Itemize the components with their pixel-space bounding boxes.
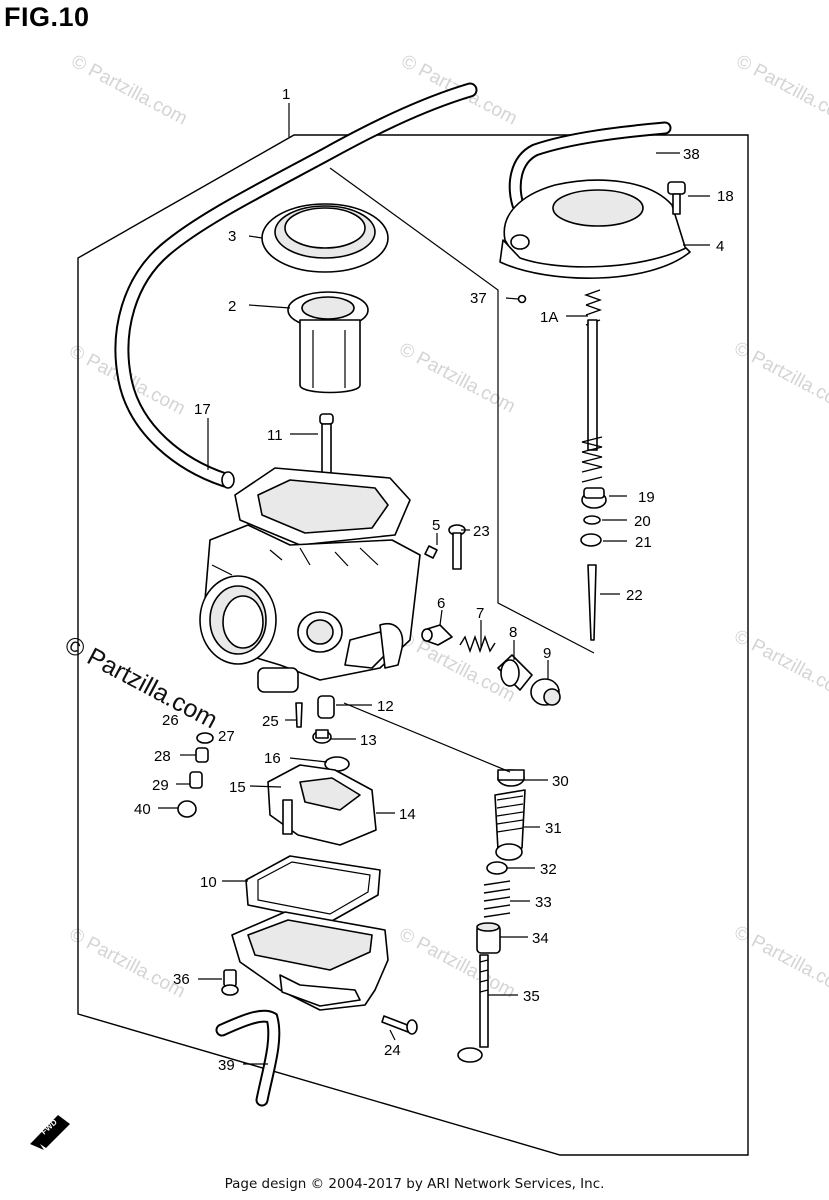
clip-37 bbox=[517, 294, 527, 304]
piston-valve-2 bbox=[287, 291, 369, 394]
watermark-text: © Partzilla.com bbox=[731, 338, 829, 417]
callout-32: 32 bbox=[540, 861, 557, 878]
callout-18: 18 bbox=[717, 188, 734, 205]
callout-24: 24 bbox=[384, 1042, 401, 1059]
nut-30 bbox=[497, 769, 525, 787]
callout-3: 3 bbox=[228, 228, 236, 245]
bolt-31 bbox=[494, 789, 526, 861]
callout-12: 12 bbox=[377, 698, 394, 715]
top-cover-4 bbox=[499, 179, 691, 279]
callout-15: 15 bbox=[229, 779, 246, 796]
adjuster-screw-35 bbox=[457, 954, 489, 1063]
watermark-text: © Partzilla.com bbox=[66, 924, 189, 1003]
callout-10: 10 bbox=[200, 874, 217, 891]
callout-8: 8 bbox=[509, 624, 517, 641]
callout-33: 33 bbox=[535, 894, 552, 911]
callout-1: 1 bbox=[282, 86, 290, 103]
hose-38-inner bbox=[510, 123, 670, 210]
pilot-valve-6 bbox=[421, 624, 453, 646]
carburetor-body bbox=[199, 467, 421, 693]
watermark-main-text: © Partzilla.com bbox=[60, 631, 222, 735]
callout-34: 34 bbox=[532, 930, 549, 947]
e-clip-20 bbox=[583, 515, 601, 525]
watermark-text: © Partzilla.com bbox=[733, 51, 829, 130]
jet-needle-22 bbox=[587, 564, 597, 641]
callout-20: 20 bbox=[634, 513, 651, 530]
callout-9: 9 bbox=[543, 645, 551, 662]
diaphragm-3 bbox=[261, 203, 389, 273]
assembly-boundary bbox=[77, 134, 749, 1156]
needle-holder-19 bbox=[581, 487, 607, 509]
callout-17: 17 bbox=[194, 401, 211, 418]
callout-31: 31 bbox=[545, 820, 562, 837]
plug-29 bbox=[189, 771, 203, 789]
leader-lines bbox=[158, 103, 710, 1065]
screw-28 bbox=[195, 747, 209, 763]
callout-28: 28 bbox=[154, 748, 171, 765]
callout-14: 14 bbox=[399, 806, 416, 823]
page-footer: Page design © 2004-2017 by ARI Network S… bbox=[224, 1176, 605, 1192]
spring-7 bbox=[459, 634, 496, 654]
callout-19: 19 bbox=[638, 489, 655, 506]
callout-5: 5 bbox=[432, 517, 440, 534]
o-ring-32 bbox=[486, 861, 508, 875]
callout-38: 38 bbox=[683, 146, 700, 163]
spring-33 bbox=[483, 880, 511, 918]
callout-21: 21 bbox=[635, 534, 652, 551]
cap-40 bbox=[177, 800, 197, 818]
callout-6: 6 bbox=[437, 595, 445, 612]
callout-1A: 1A bbox=[540, 309, 558, 326]
callout-36: 36 bbox=[173, 971, 190, 988]
cap-9 bbox=[530, 678, 561, 706]
callout-30: 30 bbox=[552, 773, 569, 790]
callout-26: 26 bbox=[162, 712, 179, 729]
hose-end bbox=[221, 471, 235, 489]
figure-title: FIG.10 bbox=[4, 2, 90, 32]
collar-34 bbox=[476, 922, 501, 954]
pilot-jet-25 bbox=[295, 702, 303, 728]
washer-27 bbox=[196, 732, 214, 744]
callout-40: 40 bbox=[134, 801, 151, 818]
callout-13: 13 bbox=[360, 732, 377, 749]
callout-2: 2 bbox=[228, 298, 236, 315]
inner-boundary-line bbox=[329, 167, 595, 654]
callout-16: 16 bbox=[264, 750, 281, 767]
forward-direction-badge: FWD bbox=[30, 1115, 70, 1150]
pin-5 bbox=[424, 545, 438, 559]
watermark-layer: © Partzilla.com © Partzilla.com © Partzi… bbox=[60, 51, 829, 1003]
long-hose-17-inner bbox=[116, 84, 476, 486]
callout-4: 4 bbox=[716, 238, 724, 255]
callout-37: 37 bbox=[470, 290, 487, 307]
long-hose-17 bbox=[114, 82, 478, 488]
pilot-screw-8 bbox=[497, 654, 533, 691]
callout-25: 25 bbox=[262, 713, 279, 730]
watermark-text: © Partzilla.com bbox=[731, 626, 829, 705]
gasket-10 bbox=[245, 855, 381, 923]
callout-11: 11 bbox=[267, 427, 283, 444]
washer-21 bbox=[580, 533, 602, 547]
float-bowl bbox=[231, 911, 389, 1011]
drain-hose-39-inner bbox=[217, 1011, 279, 1105]
jet-holder-12 bbox=[317, 695, 335, 719]
needle-spring-1A bbox=[581, 289, 603, 483]
screw-23 bbox=[448, 524, 466, 570]
callout-7: 7 bbox=[476, 605, 484, 622]
callout-22: 22 bbox=[626, 587, 643, 604]
callout-39: 39 bbox=[218, 1057, 235, 1074]
callout-27: 27 bbox=[218, 728, 235, 745]
callout-labels: 1 3 2 38 18 4 37 1A 17 11 19 5 23 20 21 … bbox=[134, 86, 734, 1074]
screw-24 bbox=[381, 1015, 418, 1035]
callout-23: 23 bbox=[473, 523, 490, 540]
main-jet-13 bbox=[312, 729, 332, 744]
screw-18 bbox=[667, 181, 686, 215]
watermark-text: © Partzilla.com bbox=[731, 922, 829, 1001]
callout-35: 35 bbox=[523, 988, 540, 1005]
watermark-text: © Partzilla.com bbox=[68, 51, 191, 130]
watermark-text: © Partzilla.com bbox=[396, 339, 519, 418]
drain-screw-36 bbox=[221, 969, 239, 996]
callout-29: 29 bbox=[152, 777, 169, 794]
float-14 bbox=[267, 764, 377, 846]
